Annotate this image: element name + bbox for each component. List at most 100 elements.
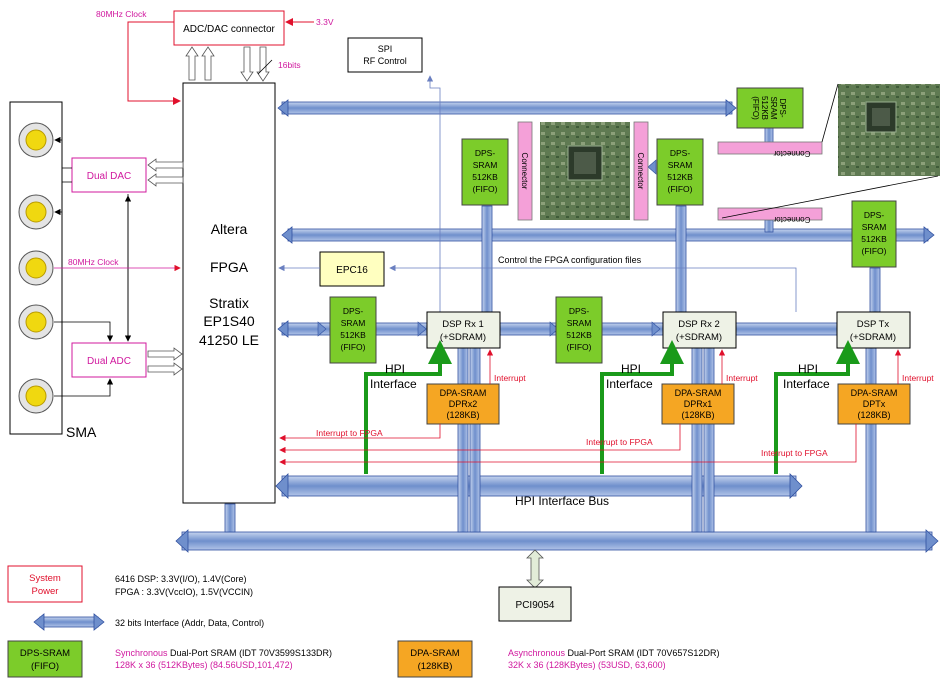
- pci-box: [498, 586, 572, 622]
- connector-bottom-right: Connector: [717, 207, 823, 224]
- board-photo-center: [540, 122, 630, 220]
- dps-fifo-line1: DPS-: [864, 210, 884, 220]
- dsp-rx2: DSP Rx 2 (+SDRAM): [662, 311, 737, 349]
- bus-top: [277, 99, 737, 117]
- pci-connector-arrow: [526, 549, 544, 589]
- spi-box: [347, 37, 423, 73]
- hpi-label-3-line1: HPI: [798, 362, 818, 376]
- dps-fifo-line3: 512KB: [861, 234, 887, 244]
- interrupt-label-3: Interrupt: [902, 373, 934, 383]
- dps-fifo-tx: DPS- SRAM 512KB (FIFO): [851, 200, 897, 268]
- legend-dpa-line2: (128KB): [418, 661, 453, 672]
- dpa-tx-line1: DPA-SRAM: [851, 388, 898, 398]
- dps-fifo-line2: SRAM: [862, 222, 887, 232]
- dps-fifo-line2: SRAM: [567, 318, 592, 328]
- dpa-rx1-line2: DPRx1: [684, 399, 713, 409]
- legend-sync-word: Synchronous: [115, 648, 168, 658]
- hpi-bus-label: HPI Interface Bus: [515, 494, 609, 508]
- legend-system-power-box: [7, 565, 83, 603]
- legend-sync-rest: Dual-Port SRAM (IDT 70V3599S133DR): [168, 648, 332, 658]
- hpi-label-2-line1: HPI: [621, 362, 641, 376]
- dps-fifo-rotated: DPS- SRAM 512KB (FIFO): [736, 87, 804, 129]
- dsp-tx: DSP Tx (+SDRAM): [836, 311, 911, 349]
- dps-fifo-line4: (FIFO): [861, 246, 886, 256]
- dps-fifo-rx1: DPS- SRAM 512KB (FIFO): [461, 138, 509, 206]
- legend-power-line2: FPGA : 3.3V(VccIO), 1.5V(VCCIN): [115, 587, 253, 597]
- dpa-rx2-line2: DPRx2: [449, 399, 478, 409]
- dual-dac-box: [71, 157, 147, 193]
- legend-system-power-line2: Power: [32, 586, 59, 597]
- fpga-line3: Stratix: [209, 295, 249, 311]
- spi-line1: SPI: [378, 44, 393, 54]
- dps-fifo-line1: DPS-: [475, 148, 495, 158]
- hpi-bus-bar: [275, 473, 803, 499]
- clock-top-arrow: [127, 21, 181, 105]
- legend-async-word: Asynchronous: [508, 648, 566, 658]
- dpa-rx2-line1: DPA-SRAM: [440, 388, 487, 398]
- dps-fifo-small-line3: 512KB: [760, 96, 769, 120]
- dps-fifo-line1: DPS-: [343, 306, 363, 316]
- adc-dac-connector-label: ADC/DAC connector: [183, 24, 275, 35]
- legend-async-line2: 32K x 36 (128KBytes) (53USD, 63,600): [508, 660, 666, 670]
- sma-connector: [18, 378, 54, 414]
- pci-bus-bar: [175, 529, 939, 553]
- adc-dac-connector-box: [173, 10, 285, 46]
- dual-adc-box: [71, 342, 147, 378]
- legend-dps-line2: (FIFO): [31, 661, 59, 672]
- bits16-label: 16bits: [278, 60, 301, 70]
- dual-dac-label: Dual DAC: [87, 171, 131, 182]
- dsp-rx1-line2: (+SDRAM): [440, 332, 486, 343]
- dps-fifo-line3: 512KB: [472, 172, 498, 182]
- connector-label: Connector: [773, 149, 810, 158]
- dps-fifo-line2: SRAM: [668, 160, 693, 170]
- dpa-rx1: DPA-SRAM DPRx1 (128KB): [661, 383, 735, 425]
- clock-top-label: 80MHz Clock: [96, 9, 147, 19]
- sma-panel: [9, 101, 63, 435]
- dual-adc-label: Dual ADC: [87, 356, 131, 367]
- fpga-line1: Altera: [211, 221, 248, 237]
- dsp-rx2-line2: (+SDRAM): [676, 332, 722, 343]
- fpga-line4: EP1S40: [203, 313, 255, 329]
- connector-left: Connector: [517, 121, 533, 221]
- sma-connector: [18, 250, 54, 286]
- vertical-buses: [224, 127, 881, 533]
- epc16-label: EPC16: [336, 265, 368, 276]
- sma-connector: [18, 122, 54, 158]
- control-fpga-bg: [494, 252, 674, 266]
- dac-adc-fpga-arrows: [147, 158, 184, 376]
- dps-fifo-small-line2: SRAM: [769, 96, 778, 119]
- dpa-rx2-line3: (128KB): [446, 410, 479, 420]
- legend-async-rest: Dual-Port SRAM (IDT 70V657S12DR): [565, 648, 719, 658]
- interrupt-to-fpga-1: Interrupt to FPGA: [316, 428, 383, 438]
- dsp-rx2-line1: DSP Rx 2: [678, 319, 720, 330]
- fpga-config-line: [389, 264, 797, 312]
- dps-fifo-line1: DPS-: [569, 306, 589, 316]
- dps-fifo-line4: (FIFO): [566, 342, 591, 352]
- connector-label: Connector: [520, 153, 529, 190]
- interrupt-arrows: [279, 349, 902, 466]
- epc16-box: [319, 251, 385, 287]
- dps-fifo-line4: (FIFO): [340, 342, 365, 352]
- dps-fifo-line3: 512KB: [566, 330, 592, 340]
- spi-control-line: [426, 75, 441, 312]
- dsp-tx-line1: DSP Tx: [857, 319, 890, 330]
- sma-connector: [18, 304, 54, 340]
- dpa-rx1-line1: DPA-SRAM: [675, 388, 722, 398]
- spi-line2: RF Control: [363, 56, 407, 66]
- legend-dps-line1: DPS-SRAM: [20, 648, 70, 659]
- dps-fifo-line1: DPS-: [670, 148, 690, 158]
- connector-right: Connector: [633, 121, 649, 221]
- dsp-rx1: DSP Rx 1 (+SDRAM): [426, 311, 501, 349]
- connector-top-right: Connector: [717, 141, 823, 158]
- dsp-tx-line2: (+SDRAM): [850, 332, 896, 343]
- fpga-line5: 41250 LE: [199, 332, 259, 348]
- interrupt-to-fpga-2: Interrupt to FPGA: [586, 437, 653, 447]
- legend-power-line1: 6416 DSP: 3.3V(I/O), 1.4V(Core): [115, 574, 247, 584]
- pci-label: PCI9054: [516, 600, 555, 611]
- legend: System Power 6416 DSP: 3.3V(I/O), 1.4V(C…: [7, 565, 719, 678]
- dpa-tx-line2: DPTx: [863, 399, 886, 409]
- dpa-rx2: DPA-SRAM DPRx2 (128KB): [426, 383, 500, 425]
- dps-fifo-line2: SRAM: [341, 318, 366, 328]
- sma-connector: [18, 194, 54, 230]
